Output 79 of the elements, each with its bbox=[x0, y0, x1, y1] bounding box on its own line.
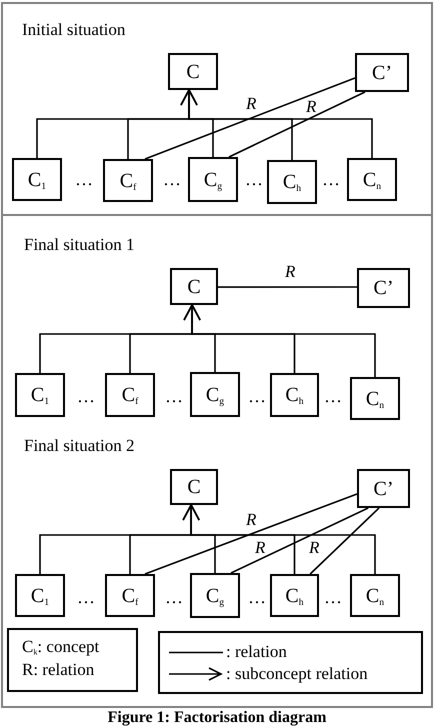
concept-box bbox=[15, 574, 65, 617]
concept-label: C’ bbox=[374, 478, 394, 498]
edge-label: R bbox=[285, 264, 296, 279]
ellipsis-text: … bbox=[77, 387, 95, 405]
concept-box bbox=[103, 159, 153, 202]
concept-label: C$_{h}$ bbox=[282, 172, 302, 192]
concept-label: C$_{1}$ bbox=[30, 586, 50, 606]
connector-line bbox=[228, 91, 366, 158]
concept-box bbox=[168, 53, 218, 90]
concept-box bbox=[350, 377, 400, 420]
concept-label: C$_{h}$ bbox=[285, 385, 304, 405]
legend-text: : subconcept relation bbox=[226, 664, 368, 684]
connector-line bbox=[218, 286, 357, 288]
concept-box bbox=[270, 574, 319, 617]
edge-label: R bbox=[246, 512, 256, 527]
ellipsis-text: … bbox=[248, 387, 266, 405]
panel-heading: Final situation 1 bbox=[24, 235, 134, 255]
ellipsis-text: … bbox=[245, 170, 263, 188]
ellipsis-text: … bbox=[75, 170, 93, 188]
concept-label: C$_{n}$ bbox=[366, 586, 384, 606]
concept-box bbox=[190, 573, 240, 618]
concept-box bbox=[188, 157, 238, 202]
legend-text: : relation bbox=[226, 642, 287, 662]
diagram-panel bbox=[1, 2, 433, 216]
figure-caption: Figure 1: Factorisation diagram bbox=[106, 709, 328, 727]
edge-label: R bbox=[309, 540, 320, 555]
concept-box bbox=[170, 469, 218, 505]
concept-label: C$_{1}$ bbox=[28, 170, 46, 190]
concept-label: C bbox=[187, 276, 201, 296]
concept-label: C$_{g}$ bbox=[204, 170, 222, 190]
concept-label: C’ bbox=[372, 62, 392, 82]
concept-box bbox=[12, 158, 62, 201]
concept-box bbox=[105, 574, 155, 617]
concept-box bbox=[190, 372, 240, 417]
concept-label: C$_{n}$ bbox=[362, 170, 382, 190]
legend-text: C$_{k}$: concept bbox=[22, 637, 100, 657]
concept-label: C$_{h}$ bbox=[285, 586, 304, 606]
concept-label: C$_{g}$ bbox=[206, 586, 224, 606]
panel-heading: Final situation 2 bbox=[24, 436, 134, 456]
connector-line bbox=[230, 507, 368, 574]
connector-line bbox=[144, 493, 358, 575]
concept-box bbox=[170, 268, 218, 305]
concept-label: C$_{f}$ bbox=[120, 170, 136, 190]
arrow bbox=[180, 89, 373, 158]
concept-box bbox=[105, 373, 155, 417]
panel-heading: Initial situation bbox=[22, 20, 126, 40]
concept-box bbox=[267, 160, 317, 204]
edge-label: R bbox=[255, 540, 266, 555]
concept-label: C’ bbox=[374, 278, 394, 298]
concept-label: C$_{f}$ bbox=[122, 586, 138, 606]
legend-text: R: relation bbox=[22, 660, 94, 680]
concept-box bbox=[347, 158, 397, 201]
concept-box bbox=[357, 469, 410, 508]
ellipsis-text: … bbox=[248, 588, 266, 606]
ellipsis-text: … bbox=[165, 588, 183, 606]
concept-label: C bbox=[186, 62, 200, 82]
concept-box bbox=[15, 373, 65, 417]
connector-line bbox=[144, 77, 356, 160]
ellipsis-text: … bbox=[163, 170, 181, 188]
ellipsis-text: … bbox=[165, 387, 183, 405]
concept-label: C bbox=[187, 477, 201, 497]
concept-label: C$_{1}$ bbox=[30, 385, 50, 405]
ellipsis-text: … bbox=[324, 387, 342, 405]
concept-box bbox=[357, 268, 410, 308]
concept-label: C$_{g}$ bbox=[206, 384, 224, 404]
arrow bbox=[183, 304, 376, 377]
concept-label: C$_{f}$ bbox=[122, 385, 138, 405]
connector-line bbox=[310, 507, 380, 575]
ellipsis-text: … bbox=[324, 588, 342, 606]
edge-label: R bbox=[306, 99, 316, 114]
diagram-panel bbox=[1, 214, 433, 708]
edge-label: R bbox=[246, 96, 256, 111]
ellipsis-text: … bbox=[77, 588, 95, 606]
concept-box bbox=[355, 53, 409, 92]
arrow bbox=[182, 504, 376, 574]
concept-label: C$_{n}$ bbox=[366, 388, 384, 408]
concept-box bbox=[270, 373, 319, 417]
ellipsis-text: … bbox=[322, 170, 340, 188]
concept-box bbox=[350, 574, 400, 617]
